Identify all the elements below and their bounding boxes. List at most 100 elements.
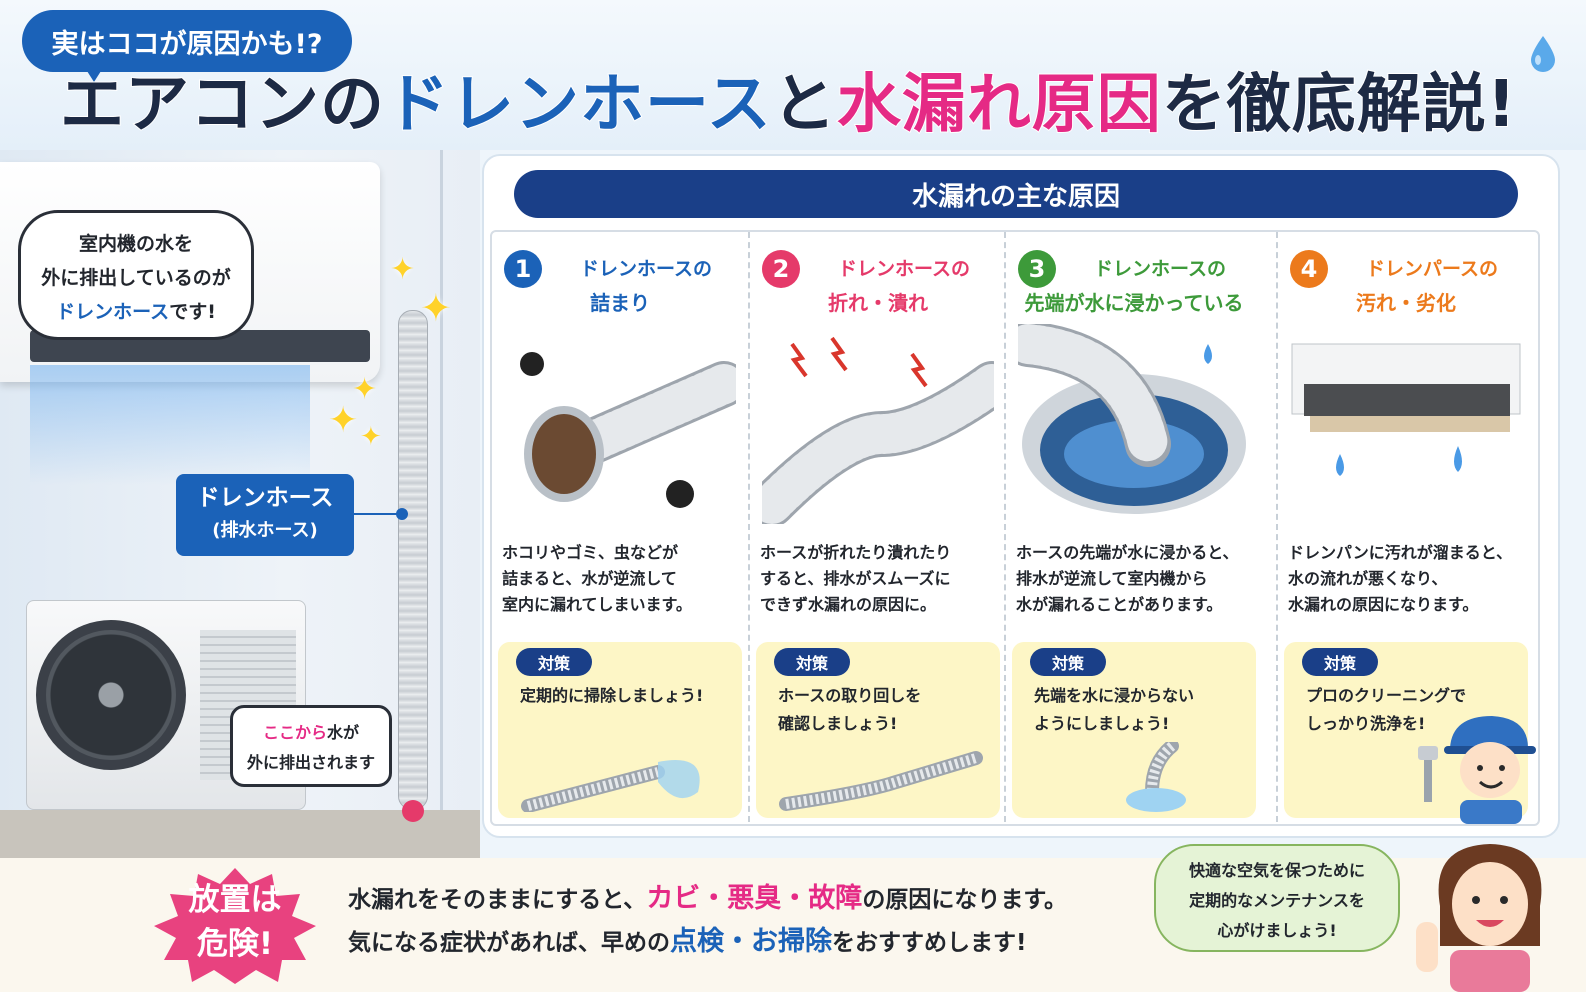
bubble-line-2: 外に排出しているのが bbox=[41, 267, 231, 289]
tip-line-3: 心がけましょう! bbox=[1217, 921, 1337, 940]
maintenance-tip-bubble: 快適な空気を保つために 定期的なメンテナンスを 心がけましょう! bbox=[1154, 844, 1400, 952]
drain-hose-pipe bbox=[398, 310, 428, 810]
cause-number-badge: 2 bbox=[762, 250, 800, 288]
cause-number-badge: 3 bbox=[1018, 250, 1056, 288]
fix-illustration-icon bbox=[521, 760, 700, 812]
cause-desc-line: できず水漏れの原因に。 bbox=[760, 595, 937, 614]
fix-line: 確認しましょう! bbox=[778, 714, 898, 733]
fix-box: 対策 定期的に掃除しましょう! bbox=[498, 642, 742, 818]
warn1-b: の原因になります。 bbox=[862, 887, 1068, 913]
cause-card-1: 1 ドレンホースの 詰まり ホコリやゴミ、虫などが詰まると、水が逆流して室内に漏… bbox=[492, 232, 748, 822]
fix-line: プロのクリーニングで bbox=[1306, 686, 1467, 705]
danger-burst-icon bbox=[154, 868, 316, 984]
cold-airflow bbox=[30, 365, 310, 485]
cause-desc-line: すると、排水がスムーズに bbox=[760, 569, 951, 588]
cause-heading-line-2: 汚れ・劣化 bbox=[1356, 291, 1456, 315]
label-leader-dot bbox=[396, 508, 408, 520]
cause-description: ホコリやゴミ、虫などが詰まると、水が逆流して室内に漏れてしまいます。 bbox=[502, 540, 742, 618]
cause-heading-line-2: 折れ・潰れ bbox=[828, 291, 928, 315]
cause-illustration-icon bbox=[1018, 324, 1246, 514]
title-part-5: を徹底解説! bbox=[1161, 67, 1517, 143]
cause-illustration-icon bbox=[1291, 343, 1521, 476]
cause-heading-line-2: 詰まり bbox=[590, 291, 650, 315]
fix-badge: 対策 bbox=[1030, 648, 1106, 676]
cause-description: ホースの先端が水に浸かると、排水が逆流して室内機から水が漏れることがあります。 bbox=[1016, 540, 1256, 618]
cause-description: ドレンパンに汚れが溜まると、水の流れが悪くなり、水漏れの原因になります。 bbox=[1288, 540, 1528, 618]
cause-desc-line: ドレンパンに汚れが溜まると、 bbox=[1288, 543, 1513, 562]
fix-badge: 対策 bbox=[516, 648, 592, 676]
warn2-highlight: 点検・お掃除 bbox=[670, 926, 832, 957]
sparkle-icon: ✦ bbox=[360, 422, 382, 452]
cause-illustration-icon bbox=[520, 352, 736, 508]
warn2-a: 気になる症状があれば、早めの bbox=[348, 930, 670, 956]
tip-line-1: 快適な空気を保つために bbox=[1188, 861, 1365, 880]
cause-heading-line-1: ドレンパースの bbox=[1365, 258, 1499, 280]
danger-line-2: 危険! bbox=[196, 926, 274, 962]
bubble-line-3: ドレンホースです! bbox=[31, 295, 241, 329]
cause-desc-line: 室内に漏れてしまいます。 bbox=[502, 595, 692, 614]
title-part-3: と bbox=[771, 67, 837, 143]
outdoor-fan-icon bbox=[36, 620, 186, 770]
cause-heading: 3 ドレンホースの 先端が水に浸かっている bbox=[1006, 240, 1262, 320]
intro-tag: 実はココが原因かも!? bbox=[22, 10, 352, 72]
warn1-highlight: カビ・悪臭・故障 bbox=[646, 883, 863, 914]
cause-desc-line: ホコリやゴミ、虫などが bbox=[502, 543, 679, 562]
title-part-2: ドレンホース bbox=[384, 67, 772, 143]
cause-desc-line: 水が漏れることがあります。 bbox=[1016, 595, 1223, 614]
fix-line: ホースの取り回しを bbox=[778, 686, 922, 705]
label-leader-line bbox=[354, 513, 402, 515]
water-drop-icon bbox=[1531, 36, 1555, 72]
cause-desc-line: 詰まると、水が逆流して bbox=[502, 569, 677, 588]
outlet-line-1-rest: 水が bbox=[327, 723, 360, 742]
cause-desc-line: 排水が逆流して室内機から bbox=[1016, 569, 1208, 588]
cause-heading-line-2: 先端が水に浸かっている bbox=[1024, 291, 1244, 315]
warning-line-1: 水漏れをそのままにすると、カビ・悪臭・故障の原因になります。 bbox=[348, 878, 1148, 921]
fix-line: 先端を水に浸からない bbox=[1034, 686, 1195, 705]
title-part-1: エアコンの bbox=[59, 67, 385, 143]
cause-heading: 1 ドレンホースの 詰まり bbox=[492, 240, 748, 320]
cause-heading: 2 ドレンホースの 折れ・潰れ bbox=[750, 240, 1006, 320]
speech-bubble-drain-hose: 室内機の水を 外に排出しているのが ドレンホースです! bbox=[18, 210, 254, 340]
drain-hose-label: ドレンホース (排水ホース) bbox=[176, 474, 354, 556]
cause-description: ホースが折れたり潰れたりすると、排水がスムーズにできず水漏れの原因に。 bbox=[760, 540, 1000, 618]
fix-line: ようにしましょう! bbox=[1034, 714, 1170, 733]
causes-panel-title: 水漏れの主な原因 bbox=[514, 170, 1518, 218]
fix-illustration-icon bbox=[779, 751, 983, 811]
title-part-4: 水漏れ原因 bbox=[836, 67, 1162, 143]
cause-heading-line-1: ドレンホースの bbox=[837, 258, 971, 280]
sparkle-icon: ✦ bbox=[420, 286, 452, 330]
cause-heading-line-1: ドレンホースの bbox=[579, 258, 713, 280]
drain-hose-label-sub: (排水ホース) bbox=[212, 520, 318, 541]
ground bbox=[0, 810, 480, 858]
fix-badge: 対策 bbox=[774, 648, 850, 676]
fix-text: 先端を水に浸からないようにしましょう! bbox=[1034, 682, 1250, 738]
outlet-highlight: ここから bbox=[262, 723, 327, 742]
fix-box: 対策 ホースの取り回しを確認しましょう! bbox=[756, 642, 1000, 818]
fix-illustration-icon bbox=[1126, 742, 1186, 812]
drain-hose-outlet bbox=[402, 800, 424, 822]
fix-text: ホースの取り回しを確認しましょう! bbox=[778, 682, 994, 738]
wall-corner bbox=[440, 150, 443, 858]
fix-line: 定期的に掃除しましょう! bbox=[520, 686, 704, 705]
fix-box: 対策 先端を水に浸からないようにしましょう! bbox=[1012, 642, 1256, 818]
cause-number-badge: 4 bbox=[1290, 250, 1328, 288]
tip-line-2: 定期的なメンテナンスを bbox=[1189, 891, 1365, 910]
sparkle-icon: ✦ bbox=[328, 400, 359, 441]
outlet-line-2: 外に排出されます bbox=[246, 753, 375, 772]
danger-line-1: 放置は bbox=[188, 882, 282, 918]
sparkle-icon: ✦ bbox=[390, 252, 416, 287]
warn2-b: をおすすめします! bbox=[832, 930, 1027, 956]
cause-card-2: 2 ドレンホースの 折れ・潰れ ホースが折れたり潰れたりすると、排水がスムーズに… bbox=[748, 232, 1004, 822]
cause-desc-line: ホースの先端が水に浸かると、 bbox=[1016, 543, 1239, 562]
speech-bubble-outlet: ここから水が 外に排出されます bbox=[230, 705, 392, 787]
cause-desc-line: ホースが折れたり潰れたり bbox=[760, 543, 952, 562]
intro-tag-tail bbox=[80, 60, 108, 82]
woman-character-icon bbox=[1416, 844, 1542, 992]
warn1-a: 水漏れをそのままにすると、 bbox=[348, 887, 647, 913]
warning-text: 水漏れをそのままにすると、カビ・悪臭・故障の原因になります。 気になる症状があれ… bbox=[348, 878, 1148, 964]
drain-hose-label-main: ドレンホース bbox=[196, 485, 334, 511]
cause-desc-line: 水の流れが悪くなり、 bbox=[1288, 569, 1448, 588]
bubble-line-1: 室内機の水を bbox=[78, 233, 193, 255]
sparkle-icon: ✦ bbox=[352, 372, 378, 407]
cause-desc-line: 水漏れの原因になります。 bbox=[1288, 595, 1479, 614]
